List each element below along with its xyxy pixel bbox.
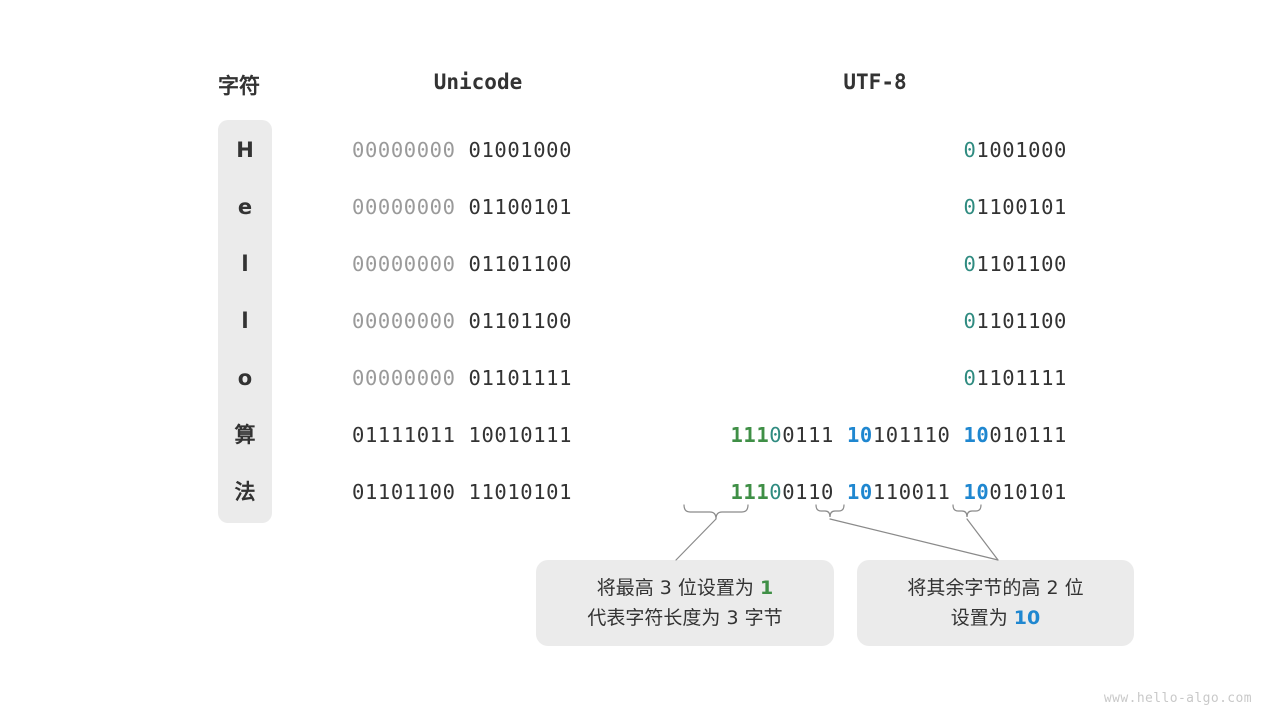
bit-group-dim: 00000000: [352, 138, 456, 162]
bit-group-plain: 1101100: [976, 252, 1067, 276]
bit-group-plain: [834, 480, 847, 504]
callout-text-green: 1: [759, 577, 774, 599]
character-cell: e: [237, 195, 253, 219]
leader-line-leading-bits: [675, 518, 717, 561]
column-header-character: 字符: [218, 74, 260, 98]
utf8-bits: 01100101: [600, 193, 1067, 221]
bit-group-plain: 1001000: [976, 138, 1067, 162]
bit-group-plain: 1101100: [976, 309, 1067, 333]
bit-group-plain: 110011: [872, 480, 951, 504]
watermark: www.hello-algo.com: [1103, 691, 1252, 706]
bit-group-plain: 010101: [989, 480, 1067, 504]
bit-group-plain: 10010111: [468, 423, 573, 447]
bit-group-dim: 00000000: [352, 366, 456, 390]
bit-group-plain: 01101100: [468, 252, 573, 276]
bit-group-plain: 11010101: [468, 480, 573, 504]
bit-group-plain: 01101100: [352, 480, 456, 504]
leading-bits-callout: 将最高 3 位设置为 1 代表字符长度为 3 字节: [536, 560, 834, 646]
bit-group-plain: [456, 309, 469, 333]
bit-group-plain: [456, 423, 469, 447]
bit-group-plain: 01101100: [468, 309, 573, 333]
bit-group-plain: 1100101: [976, 195, 1067, 219]
bit-group-dim: 00000000: [352, 195, 456, 219]
character-cell: l: [241, 309, 249, 333]
bit-group-plain: [951, 480, 964, 504]
column-header-unicode: Unicode: [433, 70, 523, 94]
character-cell: l: [241, 252, 249, 276]
character-cell: 算: [234, 423, 256, 447]
callout-text-plain: 将最高 3 位设置为: [596, 577, 760, 599]
brace-continuation-1: [815, 504, 845, 518]
callout-line: 代表字符长度为 3 字节: [587, 603, 782, 633]
leader-line-continuation-2: [966, 518, 999, 561]
leader-line-continuation-1: [829, 518, 999, 561]
continuation-bits-callout: 将其余字节的高 2 位设置为 10: [857, 560, 1134, 646]
callout-line: 设置为 10: [951, 603, 1041, 633]
character-cell: 法: [234, 480, 256, 504]
utf8-bits: 01101100: [600, 307, 1067, 335]
bit-group-plain: 01001000: [468, 138, 573, 162]
bit-group-blue: 10: [846, 480, 873, 504]
bit-group-plain: [456, 195, 469, 219]
bit-group-teal: 0: [963, 309, 977, 333]
bit-group-plain: 0110: [782, 480, 834, 504]
utf8-bits: 11100111 10101110 10010111: [600, 421, 1067, 449]
callout-text-plain: 代表字符长度为 3 字节: [587, 607, 783, 629]
bit-group-green: 111: [730, 480, 770, 504]
character-cell: o: [237, 366, 253, 390]
unicode-bits: 01111011 10010111: [352, 421, 572, 449]
bit-group-teal: 0: [769, 480, 783, 504]
bit-group-plain: 101110: [872, 423, 951, 447]
character-column-pill: [218, 120, 272, 523]
bit-group-blue: 10: [963, 423, 990, 447]
callout-text-blue: 10: [1013, 607, 1041, 629]
unicode-bits: 00000000 01101100: [352, 307, 572, 335]
bit-group-blue: 10: [846, 423, 873, 447]
bit-group-blue: 10: [963, 480, 990, 504]
unicode-bits: 00000000 01101100: [352, 250, 572, 278]
bit-group-teal: 0: [963, 252, 977, 276]
callout-text-plain: 将其余字节的高 2 位: [907, 577, 1084, 599]
bit-group-dim: 00000000: [352, 252, 456, 276]
utf8-bits: 11100110 10110011 10010101: [600, 478, 1067, 506]
brace-leading-bits: [683, 504, 749, 520]
bit-group-teal: 0: [963, 138, 977, 162]
bit-group-teal: 0: [769, 423, 783, 447]
bit-group-plain: 01111011: [352, 423, 456, 447]
bit-group-plain: 1101111: [976, 366, 1067, 390]
bit-group-plain: [456, 138, 469, 162]
unicode-bits: 00000000 01101111: [352, 364, 572, 392]
unicode-bits: 00000000 01001000: [352, 136, 572, 164]
callout-line: 将其余字节的高 2 位: [907, 573, 1083, 603]
bit-group-plain: 01101111: [468, 366, 573, 390]
bit-group-green: 111: [730, 423, 770, 447]
utf8-bits: 01101111: [600, 364, 1067, 392]
bit-group-teal: 0: [963, 195, 977, 219]
bit-group-plain: 01100101: [468, 195, 573, 219]
bit-group-teal: 0: [963, 366, 977, 390]
column-header-utf8: UTF-8: [843, 70, 907, 94]
bit-group-plain: [456, 480, 469, 504]
bit-group-plain: [834, 423, 847, 447]
bit-group-plain: [456, 252, 469, 276]
bit-group-plain: [951, 423, 964, 447]
unicode-bits: 01101100 11010101: [352, 478, 572, 506]
character-cell: H: [236, 138, 254, 162]
bit-group-plain: 0111: [782, 423, 834, 447]
utf8-bits: 01001000: [600, 136, 1067, 164]
callout-line: 将最高 3 位设置为 1: [597, 573, 773, 603]
bit-group-plain: [456, 366, 469, 390]
unicode-bits: 00000000 01100101: [352, 193, 572, 221]
bit-group-dim: 00000000: [352, 309, 456, 333]
brace-continuation-2: [952, 504, 982, 518]
callout-text-plain: 设置为: [950, 607, 1014, 629]
bit-group-plain: 010111: [989, 423, 1067, 447]
utf8-bits: 01101100: [600, 250, 1067, 278]
